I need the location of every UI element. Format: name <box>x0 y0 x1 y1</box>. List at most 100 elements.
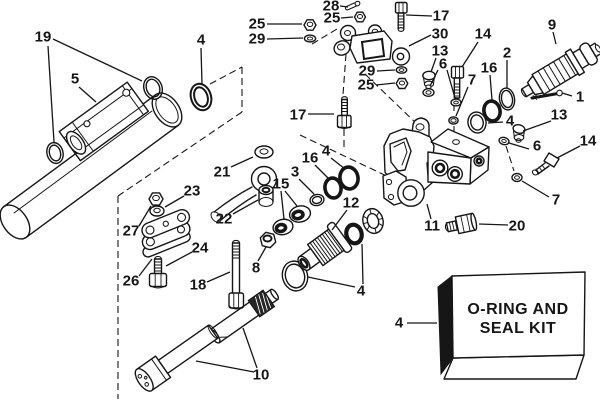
leader-line-21 <box>230 156 254 168</box>
pivot-bracket <box>333 24 411 66</box>
leader-line-4 <box>487 121 504 124</box>
leader-line-17 <box>405 14 433 17</box>
leader-line-14 <box>556 145 581 159</box>
bolt-17-top <box>394 1 408 32</box>
mid-seal-stack <box>259 165 360 249</box>
leader-line-13 <box>522 120 552 132</box>
leader-line-14 <box>461 41 479 68</box>
seal-ring <box>362 207 384 235</box>
callout-8: 8 <box>252 260 260 277</box>
callout-30: 30 <box>432 26 449 43</box>
leader-line-6 <box>446 69 456 99</box>
callout-21: 21 <box>214 164 231 181</box>
tube-o-rings <box>46 76 213 165</box>
callout-4: 4 <box>322 143 331 160</box>
leader-line-6 <box>429 69 439 87</box>
valve-fittings-right <box>444 123 560 235</box>
callout-25: 25 <box>324 10 341 27</box>
leader-line-7 <box>455 86 469 117</box>
leader-line-11 <box>426 203 432 220</box>
leader-line-29 <box>266 37 304 40</box>
plug-13-top <box>422 70 436 90</box>
leader-line-4 <box>361 243 364 285</box>
leader-line-7 <box>521 180 550 198</box>
kit-box-line2: SEAL KIT <box>480 320 557 337</box>
leader-line-15 <box>284 190 298 207</box>
leader-line-19 <box>47 45 55 143</box>
callout-25: 25 <box>249 16 266 33</box>
callout-10: 10 <box>253 367 270 384</box>
callout-6: 6 <box>439 56 447 73</box>
leader-line-8 <box>257 246 267 262</box>
callout-11: 11 <box>424 218 440 235</box>
callout-25: 25 <box>358 77 375 94</box>
leader-line-24 <box>165 251 193 267</box>
cylinder-end-cap <box>58 81 150 162</box>
leader-line-22 <box>232 199 259 215</box>
callout-14: 14 <box>580 133 597 150</box>
leader-line-10 <box>195 360 255 373</box>
callout-26: 26 <box>123 273 140 290</box>
leader-line-19 <box>52 38 143 82</box>
cylinder-tube <box>0 92 183 240</box>
leader-line-4 <box>307 276 356 288</box>
callout-2: 2 <box>503 45 511 62</box>
leader-line-12 <box>331 209 348 231</box>
callout-7: 7 <box>552 192 560 209</box>
leader-line-6 <box>508 142 530 150</box>
callout-7: 7 <box>468 72 476 89</box>
piston-group <box>281 207 384 292</box>
leader-line-5 <box>78 86 97 103</box>
kit-box-line1: O-RING AND <box>467 301 568 318</box>
leader-line-30 <box>408 34 432 47</box>
leader-line-18 <box>206 271 231 283</box>
callout-18: 18 <box>190 277 207 294</box>
leader-line-3 <box>298 178 315 195</box>
callout-29: 29 <box>359 63 376 80</box>
callout-23: 23 <box>184 183 201 200</box>
bolt-24 <box>148 255 168 289</box>
leader-line-4 <box>330 157 346 170</box>
leader-line-28 <box>339 5 349 8</box>
leader-line-25 <box>340 16 354 19</box>
callout-12: 12 <box>343 195 360 212</box>
callout-9: 9 <box>548 17 556 34</box>
callout-4: 4 <box>395 315 404 332</box>
callout-6: 6 <box>533 138 541 155</box>
callout-13: 13 <box>432 43 449 60</box>
orings-right <box>467 87 516 134</box>
leader-line-16 <box>489 74 493 101</box>
callout-22: 22 <box>216 211 233 228</box>
leader-line-29 <box>376 69 396 72</box>
callout-16: 16 <box>302 150 319 167</box>
callout-3: 3 <box>291 164 299 181</box>
callout-19: 19 <box>35 29 52 46</box>
stud-18 <box>228 239 245 310</box>
callout-13: 13 <box>551 107 568 124</box>
spool-valve <box>520 42 600 98</box>
bracket-fasteners <box>303 0 465 129</box>
pin-1 <box>530 89 563 100</box>
callout-28: 28 <box>323 0 340 15</box>
leader-line-4 <box>200 47 203 85</box>
piston-rod-lower <box>134 324 219 392</box>
leader-line-13 <box>430 57 437 73</box>
callout-4: 4 <box>197 32 206 49</box>
piston-rod-upper <box>208 288 280 344</box>
callout-17: 17 <box>433 8 450 25</box>
leader-line-9 <box>552 31 557 45</box>
callout-27: 27 <box>123 223 140 240</box>
callout-leaders <box>47 5 581 373</box>
callout-17: 17 <box>290 107 307 124</box>
callout-4: 4 <box>357 283 366 300</box>
rod-eye-assembly <box>210 145 278 223</box>
leader-line-23 <box>164 195 185 208</box>
leader-line-20 <box>478 223 509 226</box>
valve-body <box>382 117 490 207</box>
bolt-17-mid <box>336 96 352 129</box>
leader-line-10 <box>242 327 258 369</box>
callout-1: 1 <box>576 89 584 106</box>
kit-box: O-RING AND SEAL KIT <box>437 271 586 380</box>
